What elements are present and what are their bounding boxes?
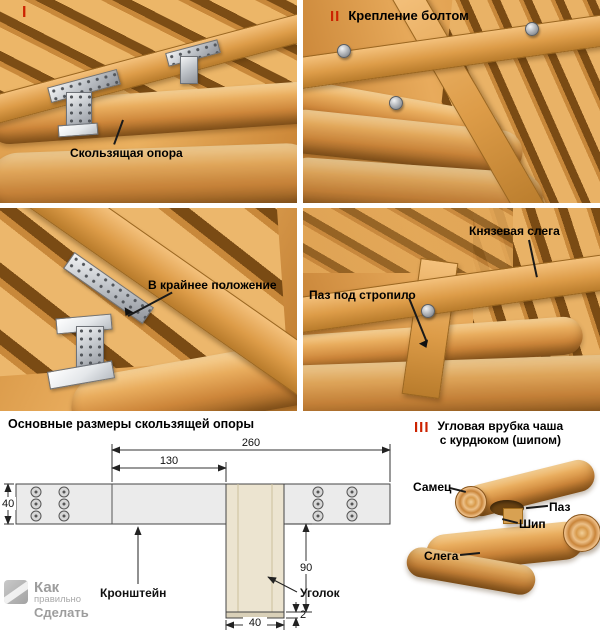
callout-tenon: Шип [519, 517, 546, 531]
watermark-line2: правильно [34, 594, 82, 605]
dim-angle-height-text: 90 [300, 562, 312, 574]
panel-extreme-position: В крайнее положение [0, 208, 297, 411]
panel-bolt-fastening: II Крепление болтом [303, 0, 600, 203]
panel-title: II Крепление болтом [330, 8, 469, 25]
panel-title-text: Крепление болтом [348, 8, 469, 23]
watermark-logo-icon [4, 580, 28, 604]
callout-slega: Слега [424, 549, 459, 563]
callout-extreme-position: В крайнее положение [148, 278, 277, 292]
callout-leader [525, 504, 549, 510]
label-angle: Уголок [300, 586, 341, 600]
dim-total-width: 260 [242, 437, 260, 449]
label-bracket: Кронштейн [100, 586, 166, 600]
bolt-head [525, 22, 539, 36]
dimension-drawing: 260 130 40 90 40 [0, 437, 391, 630]
watermark-line1: Как [34, 579, 60, 596]
dim-plate-height-text: 40 [2, 498, 14, 510]
dim-angle-width-text: 40 [249, 617, 261, 629]
panel-sliding-support: I Скользящая опора [0, 0, 297, 203]
roof-battens [303, 208, 513, 273]
watermark: Как правильно Сделать [4, 580, 89, 620]
callout-groove: Паз [549, 500, 571, 514]
callout-sliding-support: Скользящая опора [70, 146, 183, 160]
callout-samets: Самец [413, 480, 452, 494]
watermark-logo-stripe [4, 580, 28, 604]
slega-log-end [563, 514, 600, 552]
bolt-head [421, 304, 435, 318]
dim-thickness [286, 602, 300, 628]
screws-right [312, 486, 358, 522]
panel-corner-notch-title: III Угловая врубка чаша с курдюком (шипо… [414, 419, 598, 447]
watermark-line3: Сделать [34, 604, 89, 620]
panel-numeral: II [330, 8, 341, 25]
dim-bracket-width: 130 [160, 455, 178, 467]
dim-bracket [111, 462, 227, 482]
panel-ridge-beam: Князевая слега Паз под стропило [303, 208, 600, 411]
bolt-head [337, 44, 351, 58]
watermark-text: Как правильно Сделать [34, 580, 89, 620]
dim-total [111, 444, 391, 482]
angle-piece [225, 483, 285, 613]
drawing-title: Основные размеры скользящей опоры [8, 417, 255, 431]
panel-numeral: III [414, 419, 430, 436]
callout-ridge-beam: Князевая слега [469, 224, 560, 238]
screws-left [30, 486, 70, 522]
dim-thickness-text: 2 [300, 609, 306, 621]
sliding-support-angle [180, 56, 198, 84]
bracket-plate [15, 483, 391, 525]
panel-title-line2: с курдюком (шипом) [439, 433, 562, 447]
callout-rafter-groove: Паз под стропило [309, 288, 416, 302]
bolt-head [389, 96, 403, 110]
panel-title-line1: Угловая врубка чаша [437, 419, 564, 433]
panel-numeral: I [22, 4, 28, 21]
